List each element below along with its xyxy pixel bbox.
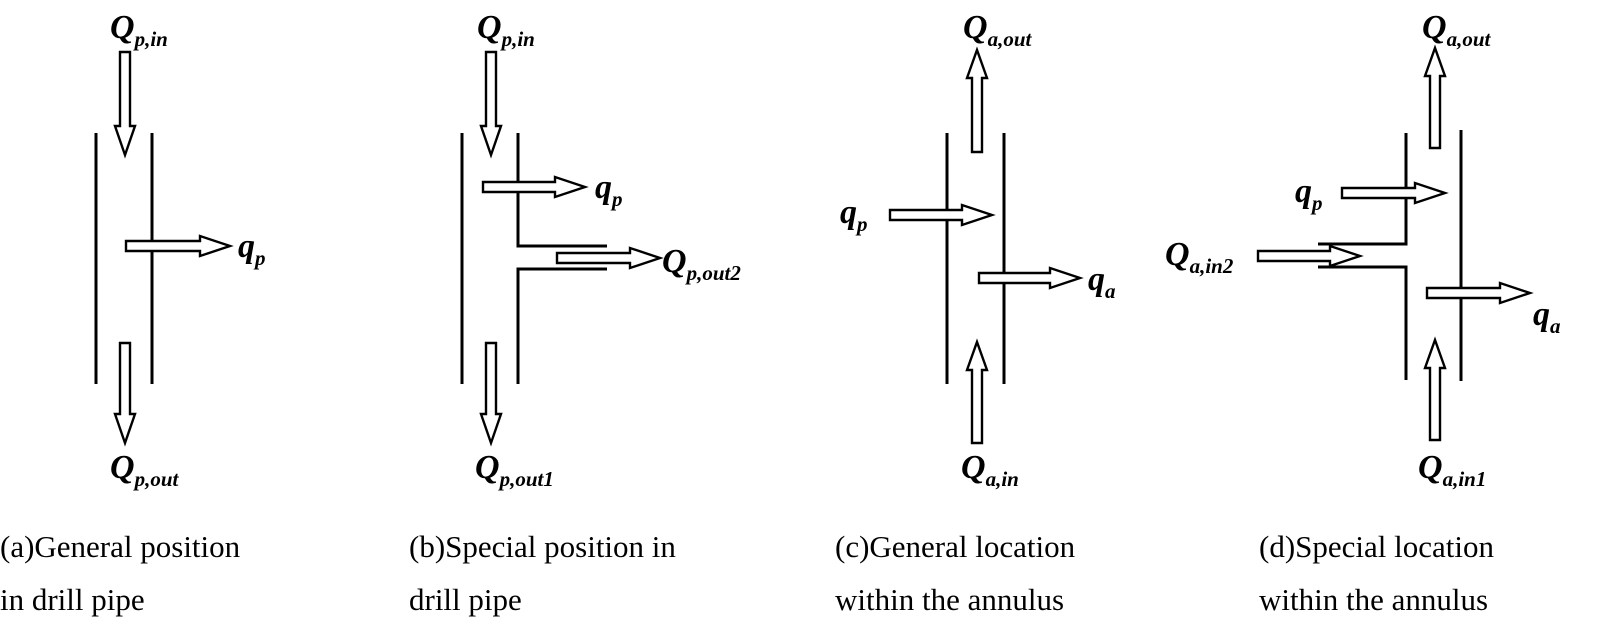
label-qa-in2: Qa,in2	[1165, 236, 1234, 278]
label-qp: qp	[1295, 173, 1323, 215]
qa-outflow-arrow	[1425, 281, 1534, 305]
outflow-arrow	[479, 341, 503, 447]
caption-line-2: within the annulus	[1259, 582, 1489, 617]
label-qa: qa	[1533, 296, 1561, 338]
label-qp-out1: Qp,out1	[475, 449, 554, 491]
inflow-arrow	[965, 338, 989, 445]
panel-d-caption: (d)Special location within the annulus	[1259, 520, 1494, 626]
caption-line-1: (a)General position	[0, 529, 241, 564]
panel-b-diagram: Qp,in qp Qp,out2 Qp,out1	[460, 9, 741, 491]
inflow-arrow	[479, 50, 503, 159]
caption-line-2: within the annulus	[835, 582, 1065, 617]
label-qp-out2: Qp,out2	[662, 243, 741, 285]
side-outflow-arrow	[124, 234, 234, 258]
label-qa-out: Qa,out	[963, 9, 1032, 51]
label-qa: qa	[1088, 261, 1116, 303]
inflow-arrow	[1423, 336, 1447, 442]
label-qp-out: Qp,out	[110, 449, 179, 491]
qa-outflow-arrow	[977, 266, 1084, 290]
panel-d-diagram: Qa,out qp Qa,in2 qa Qa,in1	[1165, 9, 1561, 491]
outflow-arrow	[1423, 44, 1447, 150]
label-qa-in: Qa,in	[961, 449, 1019, 491]
annulus-wall-left-lower	[1318, 265, 1408, 380]
inflow-arrow	[113, 50, 137, 159]
panel-b-caption: (b)Special position in drill pipe	[409, 520, 676, 626]
branch-inflow-arrow	[1256, 244, 1364, 268]
caption-line-2: in drill pipe	[0, 582, 145, 617]
label-qp: qp	[238, 228, 266, 270]
caption-line-2: drill pipe	[409, 582, 522, 617]
outflow-arrow	[113, 341, 137, 447]
pipe-wall-right-lower	[516, 267, 607, 384]
side-outflow-arrow	[481, 175, 589, 199]
qp-inflow-arrow	[888, 203, 996, 227]
caption-line-1: (c)General location	[835, 529, 1076, 564]
panel-a-diagram: Qp,in qp Qp,out	[94, 9, 266, 491]
label-qp-in: Qp,in	[477, 9, 535, 51]
annulus-wall-left-upper	[1318, 133, 1408, 246]
label-qp: qp	[595, 169, 623, 211]
qp-inflow-arrow	[1340, 181, 1449, 205]
panel-c-caption: (c)General location within the annulus	[835, 520, 1075, 626]
caption-line-1: (d)Special location	[1259, 529, 1494, 564]
outflow-arrow	[965, 46, 989, 154]
branch-outflow-arrow	[555, 246, 664, 270]
label-qa-out: Qa,out	[1422, 9, 1491, 51]
label-qp: qp	[840, 194, 868, 236]
panel-c-diagram: Qa,out qp qa Qa,in	[840, 9, 1116, 491]
label-qp-in: Qp,in	[110, 9, 168, 51]
caption-line-1: (b)Special position in	[409, 529, 676, 564]
pipe-wall-right-upper	[516, 133, 607, 248]
label-qa-in1: Qa,in1	[1418, 449, 1486, 491]
panel-a-caption: (a)General position in drill pipe	[0, 520, 240, 626]
